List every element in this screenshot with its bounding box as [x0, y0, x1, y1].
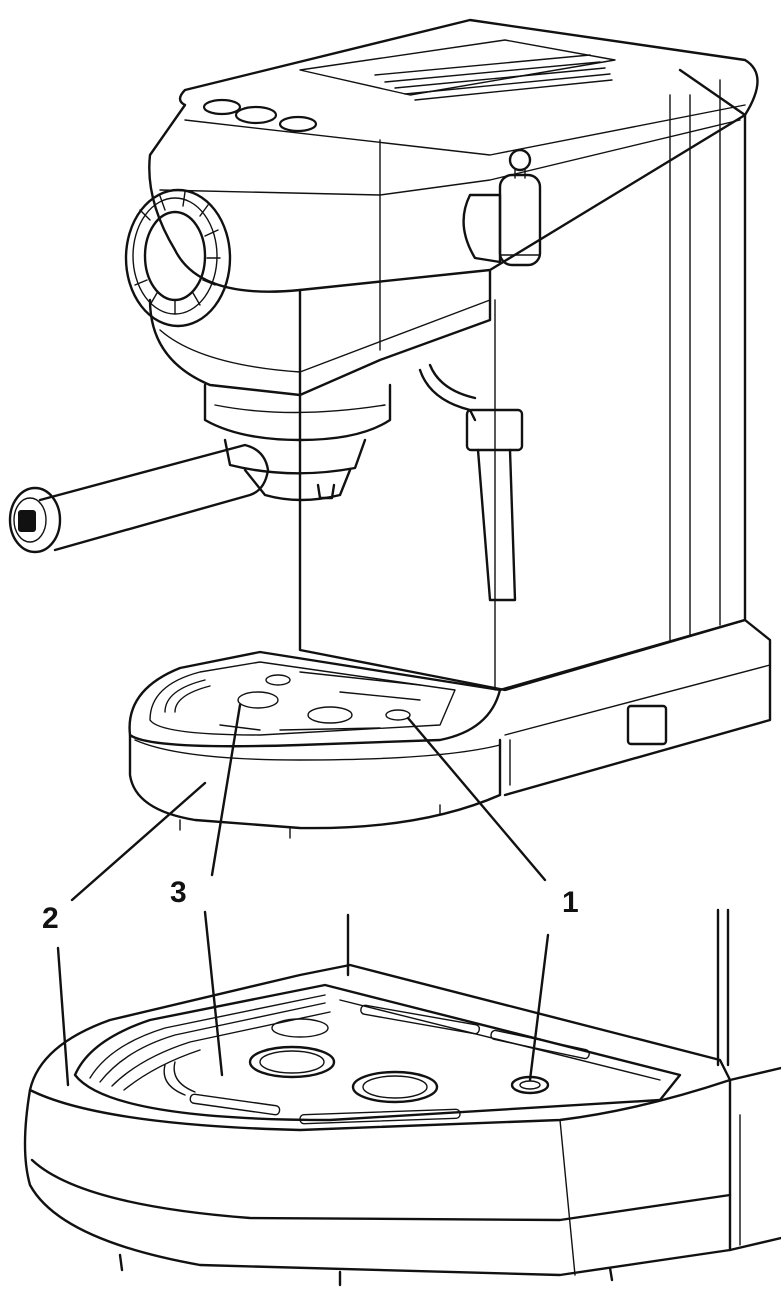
callout-number-3: 3 [170, 876, 187, 909]
machine-full-view [8, 18, 772, 902]
front-housing [148, 268, 492, 397]
detail-leader-1 [528, 933, 550, 1082]
callout-number-2: 2 [42, 902, 59, 935]
drip-tray-detail-view [23, 908, 781, 1287]
brew-group [203, 383, 392, 475]
callout-labels: 2 3 1 [42, 876, 579, 935]
steam-knob [462, 148, 542, 267]
leader-line-3 [210, 703, 242, 877]
top-button-2 [234, 105, 278, 125]
callout-number-1: 1 [562, 886, 579, 919]
top-housing [148, 18, 759, 351]
top-vent-grille [299, 39, 616, 101]
detail-leader-3 [203, 910, 224, 1077]
top-button-3 [278, 115, 318, 133]
top-button-1 [202, 98, 242, 116]
leader-line-2 [70, 781, 207, 902]
steam-wand [418, 363, 524, 602]
machine-body [298, 68, 747, 692]
detail-leader-2 [56, 946, 70, 1087]
portafilter [8, 443, 352, 554]
leader-line-1 [406, 716, 547, 882]
rotary-knob [124, 188, 232, 328]
drip-tray-top-view [128, 618, 772, 839]
